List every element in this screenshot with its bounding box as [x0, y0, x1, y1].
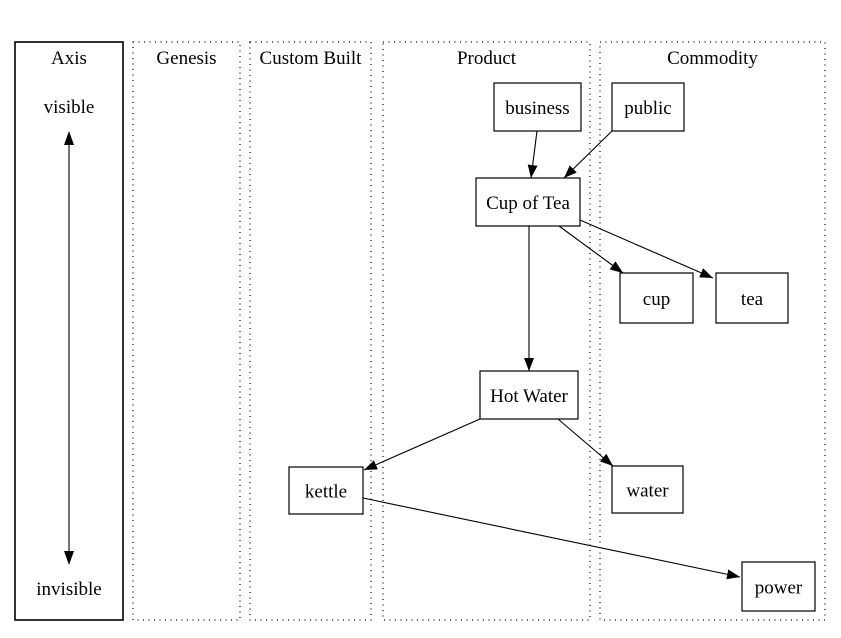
node-tea: tea [715, 272, 789, 324]
node-box-power [741, 561, 816, 612]
edge-kettle-to-power [362, 497, 741, 580]
edge-public-to-cup-of-tea [563, 130, 613, 179]
node-box-public [611, 82, 685, 132]
edge-cup-of-tea-to-cup [558, 225, 624, 274]
node-kettle: kettle [288, 466, 364, 515]
node-business: business [493, 82, 582, 132]
axis-invisible-label: invisible [36, 579, 101, 600]
node-power: power [741, 561, 816, 612]
node-label-public: public [624, 98, 672, 119]
dependency-edges [362, 130, 741, 580]
node-box-cup [619, 272, 694, 324]
axis-panel: Axis visible invisible [14, 41, 124, 621]
axis-panel-border [14, 41, 124, 621]
node-box-business [493, 82, 582, 132]
stage-column-genesis: Genesis [132, 41, 241, 621]
edge-hot-water-to-kettle [363, 418, 481, 471]
stage-column-label-genesis: Genesis [156, 48, 216, 69]
node-public: public [611, 82, 685, 132]
node-hot-water: Hot Water [479, 370, 579, 420]
node-label-cup: cup [643, 289, 670, 310]
stage-column-product: Product [382, 41, 591, 621]
node-label-water: water [626, 481, 669, 502]
node-label-tea: tea [741, 289, 764, 310]
edge-hot-water-to-water [557, 418, 614, 467]
node-label-business: business [505, 98, 569, 119]
axis-arrow-up-head [64, 131, 74, 145]
node-box-water [611, 465, 684, 514]
stage-column-commodity: Commodity [599, 41, 826, 621]
node-box-tea [715, 272, 789, 324]
stage-column-custom-built: Custom Built [249, 41, 372, 621]
node-label-cup-of-tea: Cup of Tea [486, 193, 570, 214]
edge-cup-of-tea-to-tea [579, 219, 714, 279]
axis-arrow-down-head [64, 551, 74, 565]
stage-column-border-custom-built [249, 41, 372, 621]
stage-column-border-product [382, 41, 591, 621]
node-box-hot-water [479, 370, 579, 420]
node-box-kettle [288, 466, 364, 515]
node-label-kettle: kettle [305, 482, 347, 503]
node-box-cup-of-tea [475, 177, 581, 227]
stage-column-label-commodity: Commodity [667, 48, 758, 69]
node-label-hot-water: Hot Water [490, 386, 568, 407]
evolution-stage-columns: Genesis Custom Built Product Commodity [132, 41, 826, 621]
axis-title: Axis [51, 48, 87, 69]
node-cup: cup [619, 272, 694, 324]
node-water: water [611, 465, 684, 514]
edge-business-to-cup-of-tea [527, 130, 538, 179]
stage-column-border-genesis [132, 41, 241, 621]
axis-visible-label: visible [44, 97, 95, 118]
stage-column-label-product: Product [457, 48, 517, 69]
node-cup-of-tea: Cup of Tea [475, 177, 581, 227]
node-label-power: power [755, 578, 803, 599]
stage-column-label-custom-built: Custom Built [260, 48, 363, 69]
